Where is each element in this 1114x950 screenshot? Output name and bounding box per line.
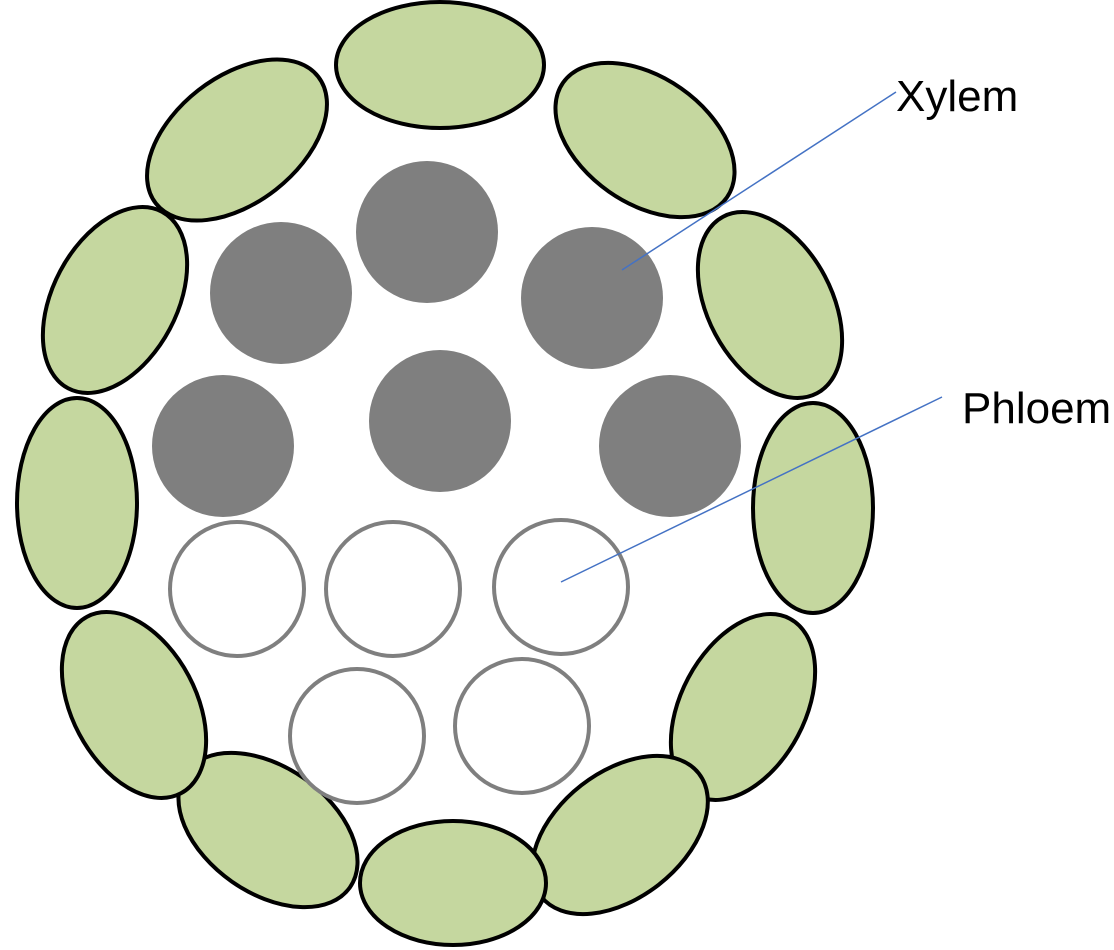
- xylem-vessel: [356, 161, 498, 303]
- outer-cell: [753, 403, 873, 613]
- outer-cell: [17, 398, 137, 608]
- xylem-vessel: [210, 222, 352, 364]
- xylem-vessel: [599, 375, 741, 517]
- phloem-cell: [326, 522, 460, 656]
- phloem-label: Phloem: [962, 384, 1111, 433]
- phloem-cell: [494, 520, 628, 654]
- xylem-vessel: [521, 227, 663, 369]
- phloem-cell: [290, 669, 424, 803]
- xylem-label: Xylem: [896, 72, 1018, 121]
- xylem-vessel: [152, 375, 294, 517]
- phloem-cell: [170, 522, 304, 656]
- outer-cell: [336, 2, 544, 128]
- xylem-vessel: [369, 350, 511, 492]
- outer-cell: [360, 821, 546, 945]
- phloem-cell: [455, 659, 589, 793]
